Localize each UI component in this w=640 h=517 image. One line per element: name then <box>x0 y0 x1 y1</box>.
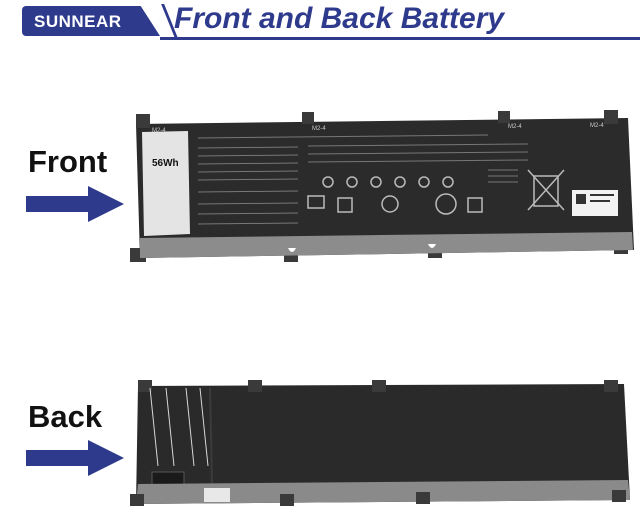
back-battery-image <box>130 380 630 506</box>
brand-tab <box>22 6 160 36</box>
back-arrow-icon <box>26 440 124 476</box>
brand-name: SUNNEAR <box>34 12 122 31</box>
header-banner: SUNNEAR Front and Back Battery <box>0 0 640 44</box>
mount-label: M2-4 <box>152 128 166 134</box>
front-arrow-icon <box>26 186 124 222</box>
back-label: Back <box>28 399 103 434</box>
page-title: Front and Back Battery <box>174 2 505 35</box>
front-label: Front <box>28 144 108 179</box>
capacity-text: 56Wh <box>152 158 179 169</box>
mount-label: M2-4 <box>508 124 522 130</box>
front-battery-image: 56Wh M2-4 M2-4 M2-4 M2-4 <box>130 110 634 262</box>
header-rule <box>160 37 640 40</box>
mount-label: M2-4 <box>312 126 326 132</box>
mount-label: M2-4 <box>590 123 604 129</box>
